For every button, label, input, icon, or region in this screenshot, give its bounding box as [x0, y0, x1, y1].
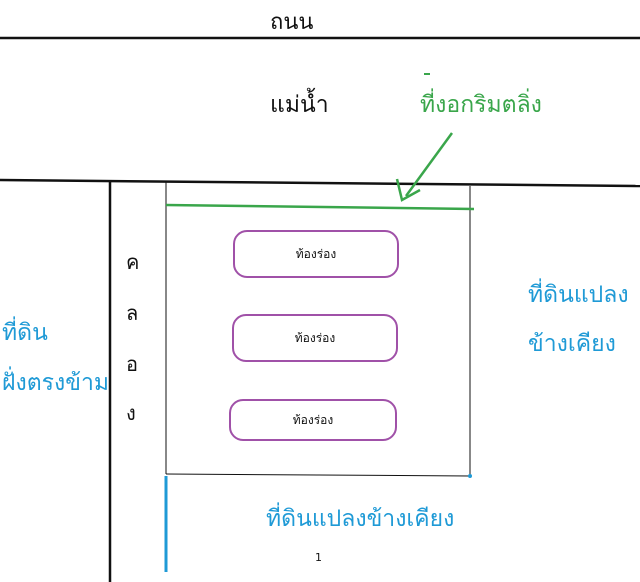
blue-corner-dot	[468, 474, 472, 478]
pond-3-label: ท้องร่อง	[292, 412, 334, 427]
opposite-land-label-line2: ฝั่งตรงข้าม	[2, 370, 110, 396]
accretion-land-label: ที่งอกริมตลิ่ง	[420, 92, 542, 118]
plot-bottom-side	[165, 473, 471, 477]
opposite-land-label-line1: ที่ดิน	[2, 320, 48, 346]
adjacent-plot-right-label-line1: ที่ดินแปลง	[528, 282, 629, 308]
accretion-arrow-head	[395, 178, 421, 202]
pond-2-label: ท้องร่อง	[294, 330, 336, 345]
canal-label-char-2: ล	[126, 301, 139, 325]
adjacent-plot-right-label-line2: ข้างเคียง	[528, 331, 616, 357]
canal-label-char-3: อ	[126, 352, 139, 376]
accretion-strip-line	[165, 203, 475, 211]
pond-2: ท้องร่อง	[232, 314, 398, 362]
accretion-arrow-shaft	[404, 132, 454, 197]
road-label: ถนน	[270, 10, 314, 35]
riverbank-line	[0, 178, 640, 188]
pond-3: ท้องร่อง	[229, 399, 397, 441]
river-label: แม่น้ำ	[270, 92, 329, 118]
canal-label-char-4: ง	[126, 401, 136, 425]
pond-1: ท้องร่อง	[233, 230, 399, 278]
canal-label-char-1: ค	[126, 250, 140, 274]
pond-1-label: ท้องร่อง	[295, 246, 337, 261]
page-number: 1	[315, 551, 322, 564]
adjacent-plot-bottom-label: ที่ดินแปลงข้างเคียง	[266, 506, 455, 532]
